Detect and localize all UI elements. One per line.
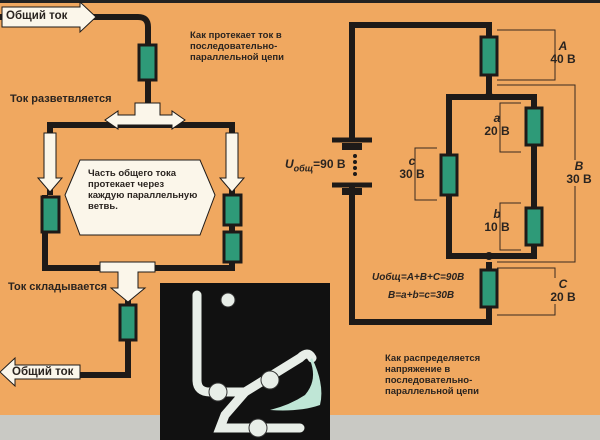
merge-arrow <box>99 261 156 303</box>
total-current-in-label: Общий ток <box>6 10 68 22</box>
arrow-total-out <box>0 356 81 388</box>
diagram-caption: Как распределяется напряжение в последов… <box>385 353 481 397</box>
current-merges-label: Ток складывается <box>8 281 108 293</box>
current-splits-label: Ток разветвляется <box>10 93 112 105</box>
supply-voltage-label: Uобщ=90 В <box>285 157 346 174</box>
water-analogy-panel <box>160 283 330 440</box>
note-box <box>64 159 216 236</box>
formula-total: Uобщ=A+B+C=90В <box>372 272 465 283</box>
split-arrow <box>104 102 186 130</box>
arrow-left-branch <box>36 132 64 193</box>
right-resistors <box>439 35 544 309</box>
total-current-out-label: Общий ток <box>12 366 74 378</box>
formula-parallel: B=a+b=c=30В <box>388 290 455 301</box>
diagram-title: Как протекает ток в последовательно-пара… <box>190 30 284 63</box>
arrow-total-in <box>1 0 97 34</box>
branch-note: Часть общего тока протекает через каждую… <box>88 168 198 212</box>
left-resistors <box>40 43 243 342</box>
arrow-right-branch <box>218 132 246 193</box>
